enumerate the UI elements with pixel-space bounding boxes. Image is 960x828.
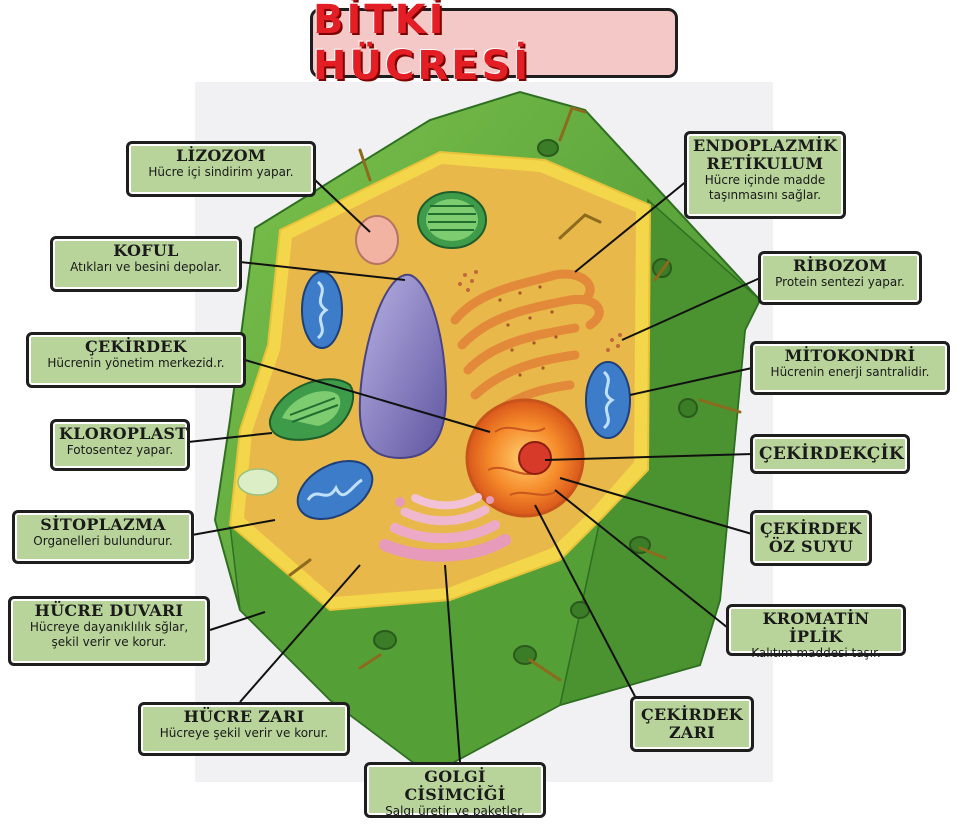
label-endoplazmik-retikulum: ENDOPLAZMİK RETİKULUM Hücre içinde madde… bbox=[684, 131, 846, 219]
label-ribozom-title: RİBOZOM bbox=[793, 256, 887, 275]
label-golgi-desc: Salgı üretir ve paketler. bbox=[385, 804, 525, 818]
diagram-title-text: BİTKİ HÜCRESİ bbox=[313, 0, 532, 89]
label-lizozom: LİZOZOM Hücre içi sindirim yapar. bbox=[126, 141, 316, 197]
mitochondrion-right bbox=[585, 361, 631, 439]
label-hucre-duvari-desc-2: şekil verir ve korur. bbox=[51, 635, 167, 649]
label-koful-title: KOFUL bbox=[113, 241, 179, 260]
label-lizozom-desc: Hücre içi sindirim yapar. bbox=[148, 165, 294, 179]
label-cekirdek-desc: Hücrenin yönetim merkezid.r. bbox=[47, 356, 225, 370]
lysosome bbox=[355, 215, 399, 265]
chloroplast-top bbox=[417, 191, 487, 249]
label-cekirdek-zari-title-1: ÇEKİRDEK bbox=[641, 705, 743, 724]
label-cekirdek-zari-title-2: ZARI bbox=[668, 723, 716, 742]
label-endoplazmik-desc-1: Hücre içinde madde bbox=[704, 173, 826, 187]
label-cekirdekcik: ÇEKİRDEKÇİK bbox=[750, 434, 910, 474]
label-endoplazmik-title-2: RETİKULUM bbox=[706, 154, 824, 173]
vesicle bbox=[237, 468, 279, 496]
label-cekirdek-oz-suyu-title-1: ÇEKİRDEK bbox=[760, 519, 862, 538]
label-sitoplazma-desc: Organelleri bulundurur. bbox=[33, 534, 173, 548]
label-kloroplast: KLOROPLAST Fotosentez yapar. bbox=[50, 419, 190, 471]
label-cekirdekcik-title: ÇEKİRDEKÇİK bbox=[759, 444, 904, 464]
label-mitokondri-desc: Hücrenin enerji santralidir. bbox=[770, 365, 930, 379]
ribosomes bbox=[458, 270, 622, 352]
label-cekirdek-zari: ÇEKİRDEK ZARI bbox=[630, 696, 754, 752]
label-cekirdek: ÇEKİRDEK Hücrenin yönetim merkezid.r. bbox=[26, 332, 246, 388]
wall-strands bbox=[288, 106, 742, 682]
label-hucre-zari-title: HÜCRE ZARI bbox=[183, 707, 305, 726]
nucleus bbox=[465, 398, 585, 518]
label-hucre-zari: HÜCRE ZARI Hücreye şekil verir ve korur. bbox=[138, 702, 350, 756]
mitochondrion-left-bottom bbox=[296, 460, 374, 520]
label-sitoplazma: SİTOPLAZMA Organelleri bulundurur. bbox=[12, 510, 194, 564]
label-ribozom: RİBOZOM Protein sentezi yapar. bbox=[758, 251, 922, 305]
label-kromatin-iplik: KROMATİN İPLİK Kalıtım maddesi taşır. bbox=[726, 604, 906, 660]
chloroplast-left bbox=[268, 378, 355, 441]
label-golgi: GOLGİ CİSİMCİĞİ Salgı üretir ve paketler… bbox=[364, 762, 546, 818]
golgi-apparatus bbox=[379, 493, 511, 562]
label-endoplazmik-title-1: ENDOPLAZMİK bbox=[693, 136, 838, 155]
label-kloroplast-desc: Fotosentez yapar. bbox=[66, 443, 174, 457]
label-lizozom-title: LİZOZOM bbox=[176, 146, 266, 165]
label-kromatin-desc: Kalıtım maddesi taşır. bbox=[751, 646, 881, 660]
label-koful-desc: Atıkları ve besini depolar. bbox=[70, 260, 222, 274]
label-hucre-duvari: HÜCRE DUVARI Hücreye dayanıklılık sğlar,… bbox=[8, 596, 210, 666]
label-mitokondri-title: MİTOKONDRİ bbox=[784, 346, 916, 365]
label-ribozom-desc: Protein sentezi yapar. bbox=[775, 275, 905, 289]
label-kromatin-title: KROMATİN İPLİK bbox=[762, 609, 870, 646]
label-koful: KOFUL Atıkları ve besini depolar. bbox=[50, 236, 242, 292]
label-hucre-zari-desc: Hücreye şekil verir ve korur. bbox=[159, 726, 329, 740]
label-cekirdek-title: ÇEKİRDEK bbox=[85, 337, 187, 356]
label-sitoplazma-title: SİTOPLAZMA bbox=[40, 515, 166, 534]
label-endoplazmik-desc-2: taşınmasını sağlar. bbox=[708, 188, 822, 202]
diagram-title: BİTKİ HÜCRESİ bbox=[310, 0, 678, 89]
label-golgi-title: GOLGİ CİSİMCİĞİ bbox=[404, 767, 506, 804]
mitochondrion-left-top bbox=[301, 271, 343, 349]
leader-lines bbox=[187, 179, 761, 763]
er-ribosome-dots bbox=[498, 285, 558, 377]
label-mitokondri: MİTOKONDRİ Hücrenin enerji santralidir. bbox=[750, 341, 950, 395]
label-cekirdek-oz-suyu-title-2: ÖZ SUYU bbox=[768, 537, 854, 556]
label-hucre-duvari-desc-1: Hücreye dayanıklılık sğlar, bbox=[29, 620, 189, 634]
label-kloroplast-title: KLOROPLAST bbox=[59, 424, 188, 443]
label-cekirdek-oz-suyu: ÇEKİRDEK ÖZ SUYU bbox=[750, 510, 872, 566]
label-hucre-duvari-title: HÜCRE DUVARI bbox=[34, 601, 184, 620]
